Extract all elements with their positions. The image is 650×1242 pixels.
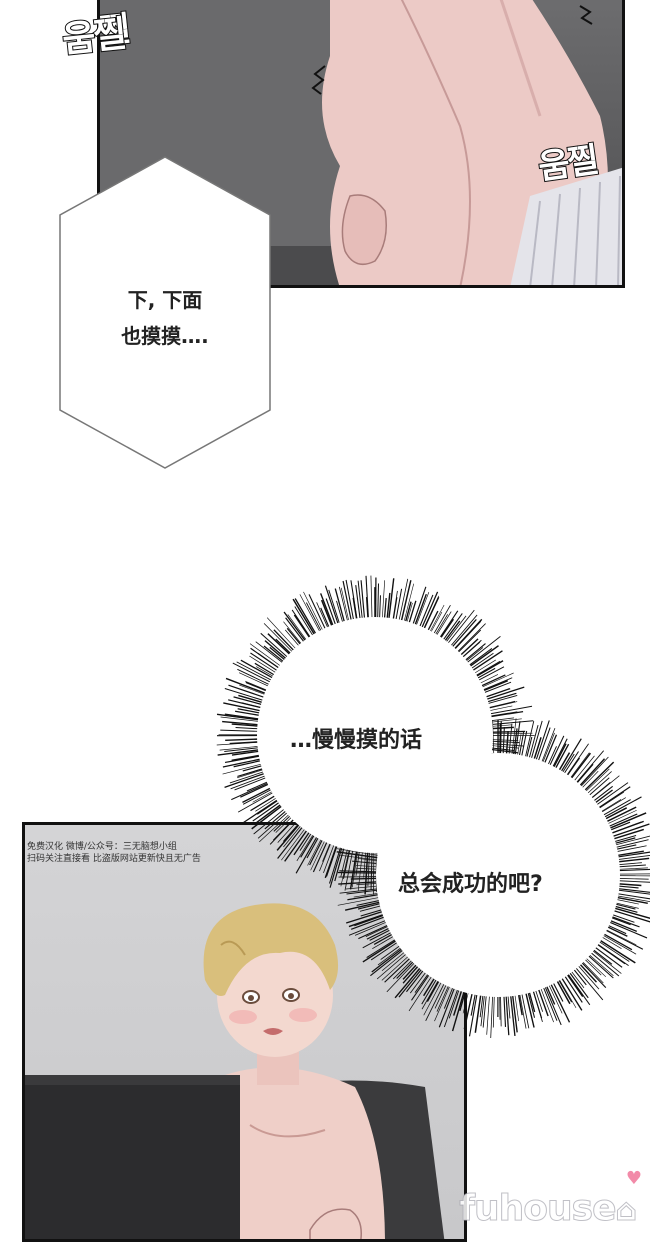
thought-bubble-1-text: …慢慢摸的话: [290, 722, 422, 754]
spike-line: [578, 962, 597, 982]
spike-line: [378, 946, 404, 965]
spike-line: [453, 621, 481, 651]
spike-line: [338, 873, 380, 874]
spike-line: [453, 988, 465, 1031]
spike-line: [487, 993, 490, 1035]
spike-line: [479, 675, 506, 687]
spike-line: [574, 965, 603, 1000]
spike-line: [233, 663, 273, 683]
spike-line: [489, 731, 525, 732]
hex-bubble-line-2: 也摸摸….: [58, 320, 272, 349]
spike-line: [351, 878, 380, 879]
spike-line: [565, 972, 582, 997]
heart-icon: ♥: [626, 1168, 642, 1189]
spike-line: [257, 799, 280, 815]
spike-line: [225, 739, 261, 740]
spike-line: [493, 993, 494, 1028]
spike-line: [572, 756, 594, 783]
spike-line: [325, 586, 339, 627]
spike-line: [500, 721, 501, 757]
spike-line: [566, 971, 590, 1004]
spike-line: [411, 972, 430, 1000]
thought-bubble-2-text: 总会成功的吧?: [398, 866, 543, 898]
spike-line: [504, 993, 506, 1027]
spike-line: [427, 978, 440, 1002]
spike-line: [395, 965, 422, 997]
spike-line: [286, 618, 306, 645]
spike-line: [616, 865, 646, 867]
spike-line: [395, 589, 401, 623]
spike-line: [488, 712, 523, 718]
spike-line: [491, 993, 493, 1038]
spike-line: [278, 820, 299, 843]
spike-line: [347, 894, 381, 900]
spike-line: [489, 721, 534, 725]
spike-line: [611, 907, 650, 919]
spike-line: [542, 984, 557, 1020]
spike-line: [434, 614, 448, 637]
sfx-flinch-2: 움찔: [535, 132, 600, 189]
site-logo-text: fuhouse: [459, 1188, 615, 1229]
spike-line: [277, 822, 301, 850]
spike-line: [371, 576, 372, 621]
site-logo: fuhouse⌂: [459, 1188, 636, 1229]
spike-line: [484, 687, 525, 700]
spike-line: [258, 810, 289, 838]
spike-line: [378, 583, 379, 621]
spike-line: [406, 968, 425, 992]
spike-line: [500, 993, 501, 1026]
spiky-thought-bubbles: [0, 540, 650, 1040]
spike-line: [393, 958, 414, 979]
hex-bubble-line-1: 下, 下面: [58, 284, 272, 313]
spike-line: [237, 769, 266, 778]
spike-line: [483, 992, 486, 1027]
spike-line: [325, 843, 337, 878]
spike-line: [616, 881, 650, 883]
spike-line: [235, 711, 263, 716]
sfx-flinch-left: 움찔: [59, 5, 126, 63]
spike-line: [358, 924, 390, 939]
house-icon: ⌂: [616, 1193, 636, 1228]
spike-line: [339, 877, 380, 878]
spike-line: [550, 981, 570, 1022]
spike-line: [230, 742, 262, 744]
spike-line: [616, 878, 649, 879]
spike-line: [473, 661, 500, 677]
spike-line: [220, 730, 261, 731]
spike-line: [351, 580, 358, 622]
